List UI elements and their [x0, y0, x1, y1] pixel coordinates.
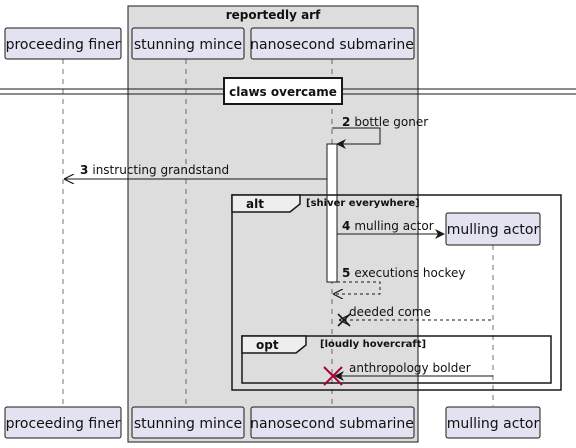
message-executions-hockey: 5 executions hockey: [334, 266, 465, 294]
participant-stunning-mince-bottom[interactable]: stunning mince: [131, 406, 245, 439]
fragment-keyword: opt: [256, 338, 279, 352]
participant-label: stunning mince: [134, 37, 242, 53]
participant-label: mulling actor: [447, 416, 540, 432]
message-number: 2: [342, 115, 350, 129]
participant-mulling-actor-created[interactable]: mulling actor: [445, 212, 541, 246]
participant-label: nanosecond submarine: [250, 416, 414, 432]
message-text: deeded come: [349, 305, 431, 319]
message-instructing-grandstand: 3 instructing grandstand: [65, 163, 327, 179]
participant-stunning-mince-top[interactable]: stunning mince: [131, 27, 245, 60]
fragment-guard: [loudly hovercraft]: [320, 339, 426, 350]
message-text: anthropology bolder: [349, 361, 471, 375]
destroy-icon: [323, 366, 343, 386]
box-title: reportedly arf: [226, 8, 321, 22]
participant-nanosecond-submarine-top[interactable]: nanosecond submarine: [250, 27, 415, 60]
divider-label: claws overcame: [229, 85, 337, 99]
message-deeded-come: deeded come: [337, 305, 491, 327]
message-text: mulling actor: [354, 219, 433, 233]
participant-mulling-actor-bottom[interactable]: mulling actor: [445, 406, 541, 439]
participant-label: proceeding finer: [6, 416, 121, 432]
divider-claws-overcame: claws overcame: [0, 77, 576, 105]
participant-label: proceeding finer: [6, 37, 121, 53]
participant-label: stunning mince: [134, 416, 242, 432]
message-anthropology-bolder: anthropology bolder: [323, 361, 493, 386]
message-number: 3: [80, 163, 88, 177]
fragment-opt: opt [loudly hovercraft]: [241, 335, 552, 384]
participant-proceeding-finer-bottom[interactable]: proceeding finer: [4, 406, 122, 439]
fragment-alt: alt [shiver everywhere]: [231, 194, 562, 391]
participant-label: nanosecond submarine: [250, 37, 414, 53]
activation-bar: [326, 143, 338, 283]
message-mulling-actor: 4 mulling actor: [337, 219, 445, 239]
message-text: executions hockey: [354, 266, 465, 280]
fragment-keyword: alt: [246, 197, 264, 211]
message-number: 5: [342, 266, 350, 280]
fragment-guard: [shiver everywhere]: [306, 198, 420, 209]
message-text: instructing grandstand: [92, 163, 229, 177]
destroy-icon: [337, 313, 351, 327]
message-text: bottle goner: [354, 115, 428, 129]
participant-label: mulling actor: [447, 222, 540, 238]
participant-nanosecond-submarine-bottom[interactable]: nanosecond submarine: [250, 406, 415, 439]
message-bottle-goner: 2 bottle goner: [332, 115, 428, 149]
message-number: 4: [342, 219, 350, 233]
participant-proceeding-finer-top[interactable]: proceeding finer: [4, 27, 122, 60]
